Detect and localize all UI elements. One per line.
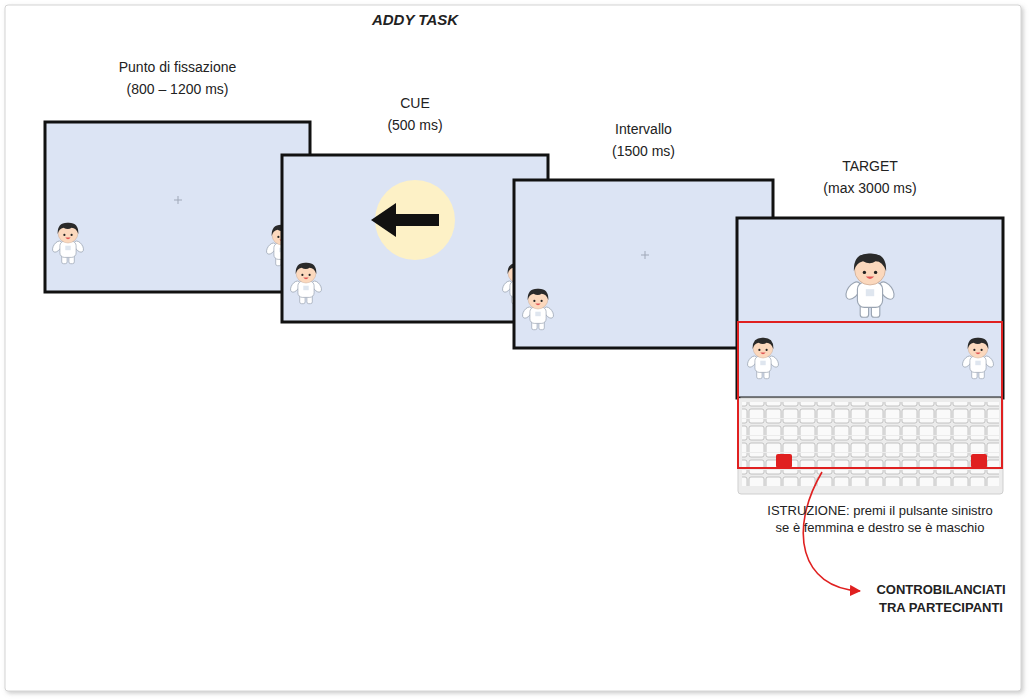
counterbalance-note: CONTROBILANCIATI TRA PARTECIPANTI (866, 581, 1016, 617)
screen-duration: (max 3000 ms) (737, 179, 1003, 197)
screen-frame: TARGET (max 3000 ms) (737, 157, 1003, 398)
screen-duration: (500 ms) (282, 116, 548, 134)
outer-frame (5, 5, 1021, 691)
screen-duration: (800 – 1200 ms) (45, 80, 310, 98)
response-key (971, 454, 987, 468)
cue-arrowhead (371, 203, 396, 237)
diagram-title: ADDY TASK (330, 11, 500, 28)
response-key (776, 454, 792, 468)
screen-frame: CUE (500 ms) (282, 94, 548, 322)
target-screen (737, 218, 1003, 398)
title-holder: ADDY TASK (330, 11, 500, 28)
cue-arrow (392, 214, 439, 226)
screen-heading: Punto di fissazione (45, 58, 310, 76)
screen-frame: Punto di fissazione (800 – 1200 ms) (45, 58, 310, 292)
screen-heading: Intervallo (514, 120, 773, 138)
screen-heading: TARGET (737, 157, 1003, 175)
screen-duration: (1500 ms) (514, 142, 773, 160)
cue-screen (282, 155, 548, 322)
screen-heading: CUE (282, 94, 548, 112)
instruction-note: ISTRUZIONE: premi il pulsante sinistro s… (760, 502, 1000, 536)
keyboard (738, 398, 1003, 494)
fixation-screen (45, 122, 310, 292)
screen-frame: Intervallo (1500 ms) (514, 120, 773, 348)
label-holder: CONTROBILANCIATI TRA PARTECIPANTI (866, 581, 1016, 617)
label-holder: ISTRUZIONE: premi il pulsante sinistro s… (760, 502, 1000, 536)
highlight-box (738, 322, 1002, 468)
